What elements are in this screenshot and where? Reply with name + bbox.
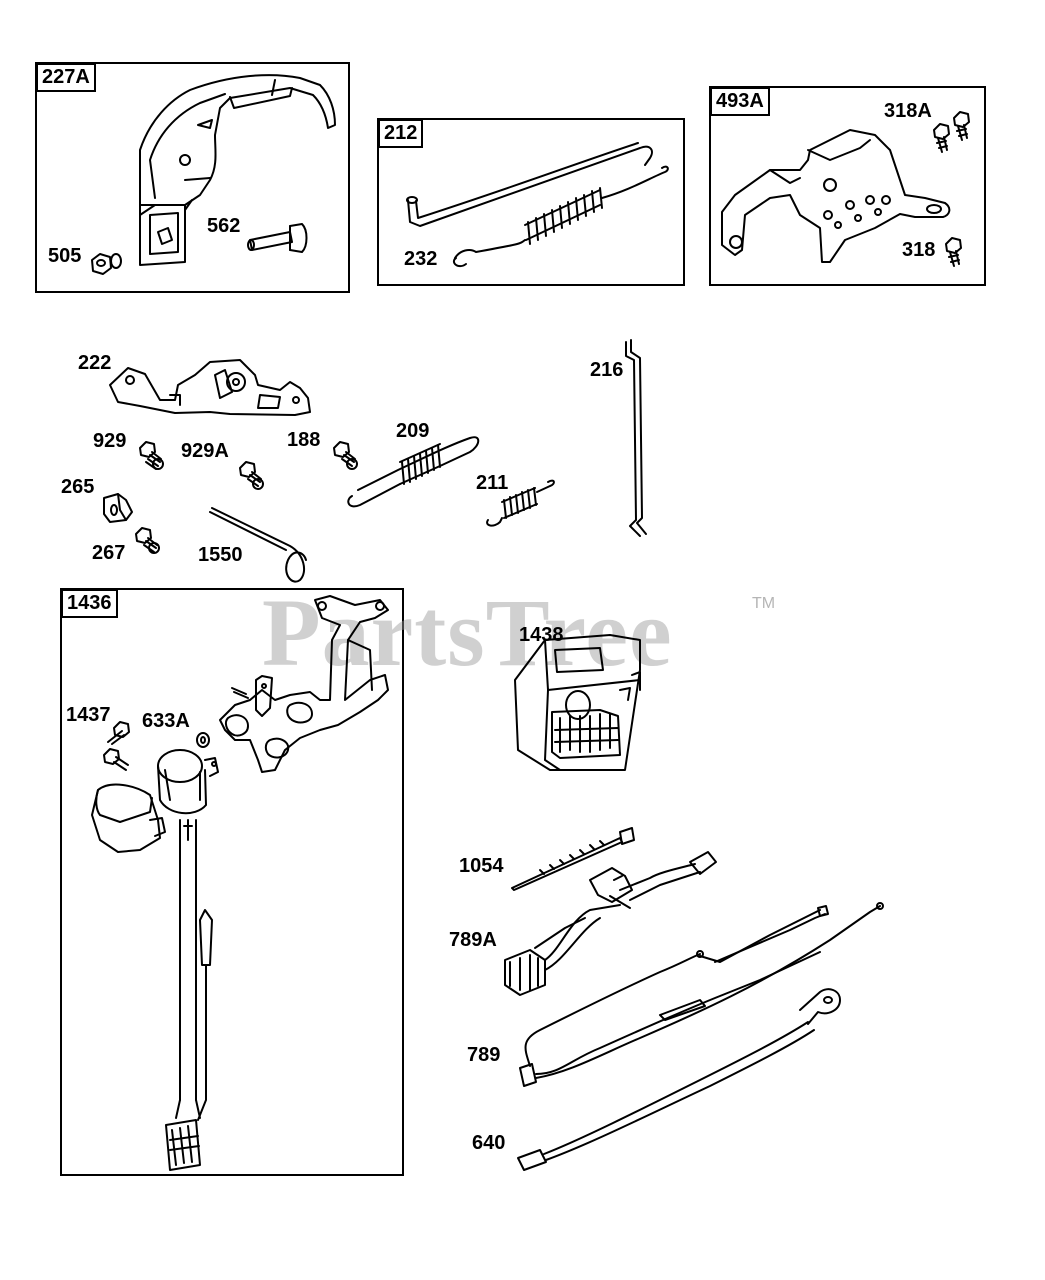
- trademark-symbol: TM: [752, 595, 776, 612]
- part-label-640: 640: [472, 1132, 506, 1154]
- part-318-bolt-drawing: [945, 237, 962, 267]
- part-265-clip-drawing: [103, 493, 133, 523]
- part-label-209: 209: [396, 420, 430, 442]
- part-929A-bolt-drawing: [239, 461, 264, 490]
- group-box-212: [377, 118, 685, 286]
- part-789-harness-drawing: [519, 902, 884, 1087]
- part-1054-tie-drawing: [511, 827, 635, 891]
- part-label-211: 211: [476, 472, 509, 494]
- part-label-216: 216: [590, 359, 624, 381]
- part-562-pin-drawing: [247, 223, 308, 253]
- part-209-spring-drawing: [347, 436, 480, 508]
- part-267-bolt-drawing: [135, 527, 160, 554]
- part-789A-harness-drawing: [504, 851, 717, 996]
- part-label-789: 789: [467, 1044, 501, 1066]
- part-1550-wire-drawing: [209, 507, 307, 583]
- part-label-1054: 1054: [459, 855, 504, 877]
- box-label-1436: 1436: [61, 589, 118, 618]
- part-label-789A: 789A: [449, 929, 497, 951]
- part-1438-module-drawing: [514, 634, 641, 771]
- part-label-505: 505: [48, 245, 82, 267]
- part-640-harness-drawing: [517, 988, 841, 1171]
- part-188-bolt-drawing: [333, 441, 358, 470]
- group-box-227A: [35, 62, 350, 293]
- part-227A-bracket-drawing: [139, 74, 336, 266]
- part-212-rod-drawing: [406, 142, 653, 227]
- part-label-318: 318: [902, 239, 936, 261]
- part-318A-bolts-drawing: [933, 111, 970, 153]
- part-label-222: 222: [78, 352, 112, 374]
- group-box-493A: [709, 86, 986, 286]
- part-label-267: 267: [92, 542, 126, 564]
- part-1436-assembly-drawing: [91, 595, 389, 1171]
- part-label-929: 929: [93, 430, 127, 452]
- part-505-nuts-drawing: [91, 253, 122, 275]
- box-label-212: 212: [378, 119, 424, 148]
- part-222-bracket-drawing: [109, 359, 311, 416]
- part-label-562: 562: [207, 215, 241, 237]
- part-label-1437: 1437: [66, 704, 111, 726]
- part-216-rod-drawing: [625, 339, 647, 537]
- box-label-227A: 227A: [36, 63, 96, 92]
- part-493A-bracket-drawing: [721, 129, 951, 263]
- part-929-bolt-drawing: [139, 441, 164, 470]
- part-232-spring-drawing: [452, 165, 669, 268]
- part-label-188: 188: [287, 429, 321, 451]
- part-label-1438: 1438: [519, 624, 564, 646]
- part-label-318A: 318A: [884, 100, 932, 122]
- part-label-929A: 929A: [181, 440, 229, 462]
- part-label-232: 232: [404, 248, 438, 270]
- group-box-1436: [60, 588, 404, 1176]
- box-label-493A: 493A: [710, 87, 770, 116]
- part-label-1550: 1550: [198, 544, 243, 566]
- part-211-spring-drawing: [486, 479, 555, 527]
- part-label-265: 265: [61, 476, 95, 498]
- part-label-633A: 633A: [142, 710, 190, 732]
